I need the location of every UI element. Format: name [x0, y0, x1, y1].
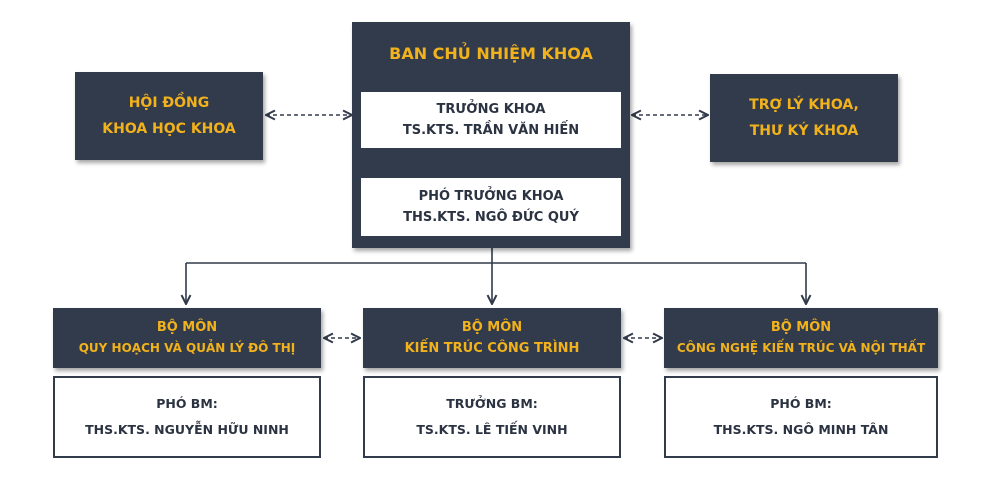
department-subtitle: CÔNG NGHỆ KIẾN TRÚC VÀ NỘI THẤT	[676, 341, 926, 355]
department-urban-planning-head: PHÓ BM: THS.KTS. NGUYỄN HỮU NINH	[53, 376, 321, 458]
council-line2: KHOA HỌC KHOA	[102, 121, 236, 137]
dean-role: TRƯỞNG KHOA	[436, 102, 546, 117]
board-title: BAN CHỦ NHIỆM KHOA	[389, 44, 593, 63]
vice-dean-box: PHÓ TRƯỞNG KHOA THS.KTS. NGÔ ĐỨC QUÝ	[361, 178, 621, 236]
faculty-assistant-box: TRỢ LÝ KHOA, THƯ KÝ KHOA	[710, 74, 898, 162]
head-role: PHÓ BM:	[156, 396, 218, 411]
department-interior-header: BỘ MÔN CÔNG NGHỆ KIẾN TRÚC VÀ NỘI THẤT	[664, 308, 938, 368]
vice-dean-name: THS.KTS. NGÔ ĐỨC QUÝ	[403, 210, 579, 225]
vice-dean-role: PHÓ TRƯỞNG KHOA	[418, 189, 564, 204]
head-role: TRƯỞNG BM:	[446, 396, 538, 411]
head-name: THS.KTS. NGUYỄN HỮU NINH	[85, 422, 289, 437]
assistant-line2: THƯ KÝ KHOA	[749, 123, 859, 139]
head-name: TS.KTS. LÊ TIẾN VINH	[416, 422, 568, 437]
faculty-board-box: BAN CHỦ NHIỆM KHOA TRƯỞNG KHOA TS.KTS. T…	[352, 22, 630, 248]
assistant-line1: TRỢ LÝ KHOA,	[749, 97, 859, 113]
department-interior-head: PHÓ BM: THS.KTS. NGÔ MINH TÂN	[664, 376, 938, 458]
council-line1: HỘI ĐỒNG	[128, 95, 210, 111]
department-urban-planning-header: BỘ MÔN QUY HOẠCH VÀ QUẢN LÝ ĐÔ THỊ	[53, 308, 321, 368]
department-subtitle: QUY HOẠCH VÀ QUẢN LÝ ĐÔ THỊ	[78, 341, 296, 355]
head-role: PHÓ BM:	[770, 396, 832, 411]
department-architecture-head: TRƯỞNG BM: TS.KTS. LÊ TIẾN VINH	[363, 376, 621, 458]
science-council-box: HỘI ĐỒNG KHOA HỌC KHOA	[75, 72, 263, 160]
department-title: BỘ MÔN	[156, 320, 218, 335]
department-architecture-header: BỘ MÔN KIẾN TRÚC CÔNG TRÌNH	[363, 308, 621, 368]
department-title: BỘ MÔN	[461, 320, 523, 335]
head-name: THS.KTS. NGÔ MINH TÂN	[713, 422, 889, 437]
department-subtitle: KIẾN TRÚC CÔNG TRÌNH	[404, 341, 580, 356]
dean-name: TS.KTS. TRẦN VĂN HIẾN	[402, 123, 580, 138]
dean-box: TRƯỞNG KHOA TS.KTS. TRẦN VĂN HIẾN	[361, 92, 621, 148]
department-title: BỘ MÔN	[770, 320, 832, 335]
